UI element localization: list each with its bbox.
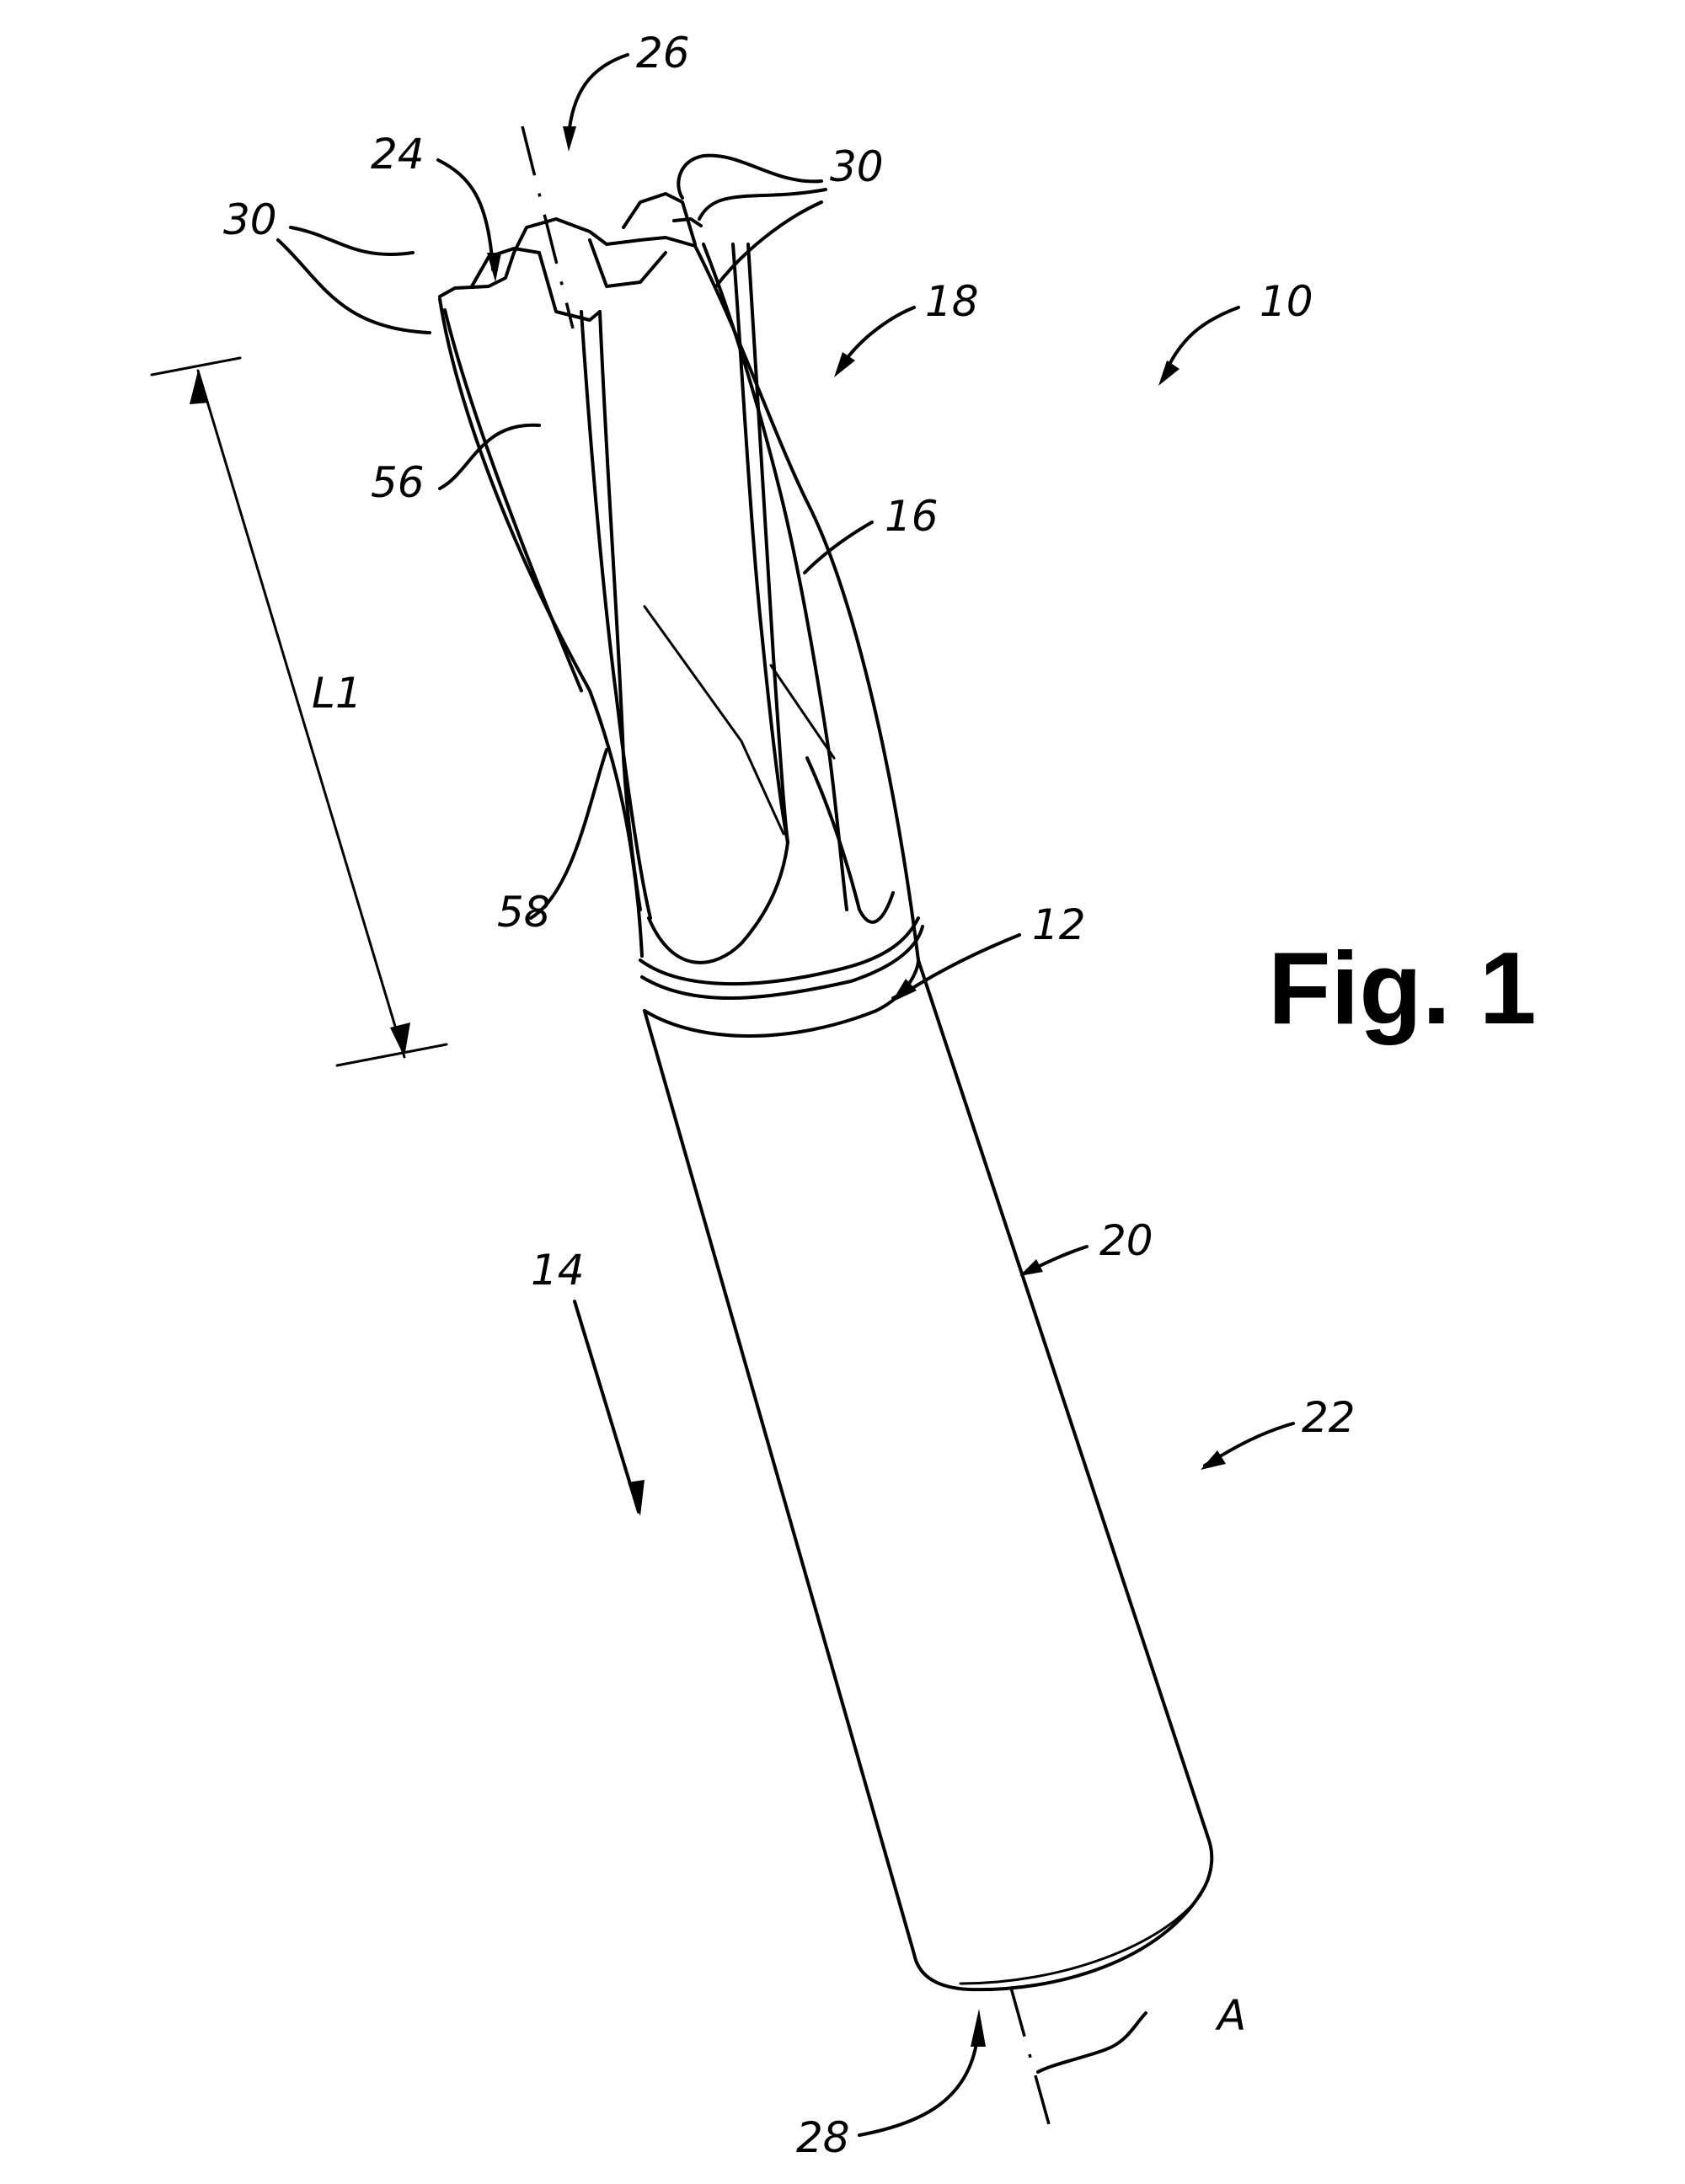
cutting-head bbox=[438, 192, 920, 964]
label-20: 20 bbox=[1099, 1216, 1153, 1265]
figure-title: Fig. 1 bbox=[1268, 931, 1537, 1045]
axis-line-bottom bbox=[1009, 1987, 1055, 2140]
leader-lines bbox=[276, 53, 1295, 2137]
shank bbox=[643, 959, 1214, 1992]
axis-line-top bbox=[521, 125, 575, 329]
label-12: 12 bbox=[1032, 900, 1086, 949]
label-22: 22 bbox=[1302, 1393, 1356, 1442]
label-58: 58 bbox=[497, 888, 551, 937]
label-16: 16 bbox=[885, 492, 939, 541]
label-30-left: 30 bbox=[223, 195, 277, 244]
label-56: 56 bbox=[371, 458, 425, 507]
label-28: 28 bbox=[796, 2113, 850, 2162]
label-24: 24 bbox=[371, 130, 425, 179]
dimension-l1 bbox=[150, 356, 448, 1067]
collar bbox=[639, 916, 924, 1038]
label-14: 14 bbox=[531, 1246, 585, 1295]
label-l1: L1 bbox=[312, 669, 362, 718]
label-18: 18 bbox=[925, 277, 979, 326]
label-30-right: 30 bbox=[830, 142, 884, 191]
label-10: 10 bbox=[1260, 277, 1313, 326]
label-a: A bbox=[1215, 1991, 1246, 2040]
label-26: 26 bbox=[636, 29, 690, 77]
